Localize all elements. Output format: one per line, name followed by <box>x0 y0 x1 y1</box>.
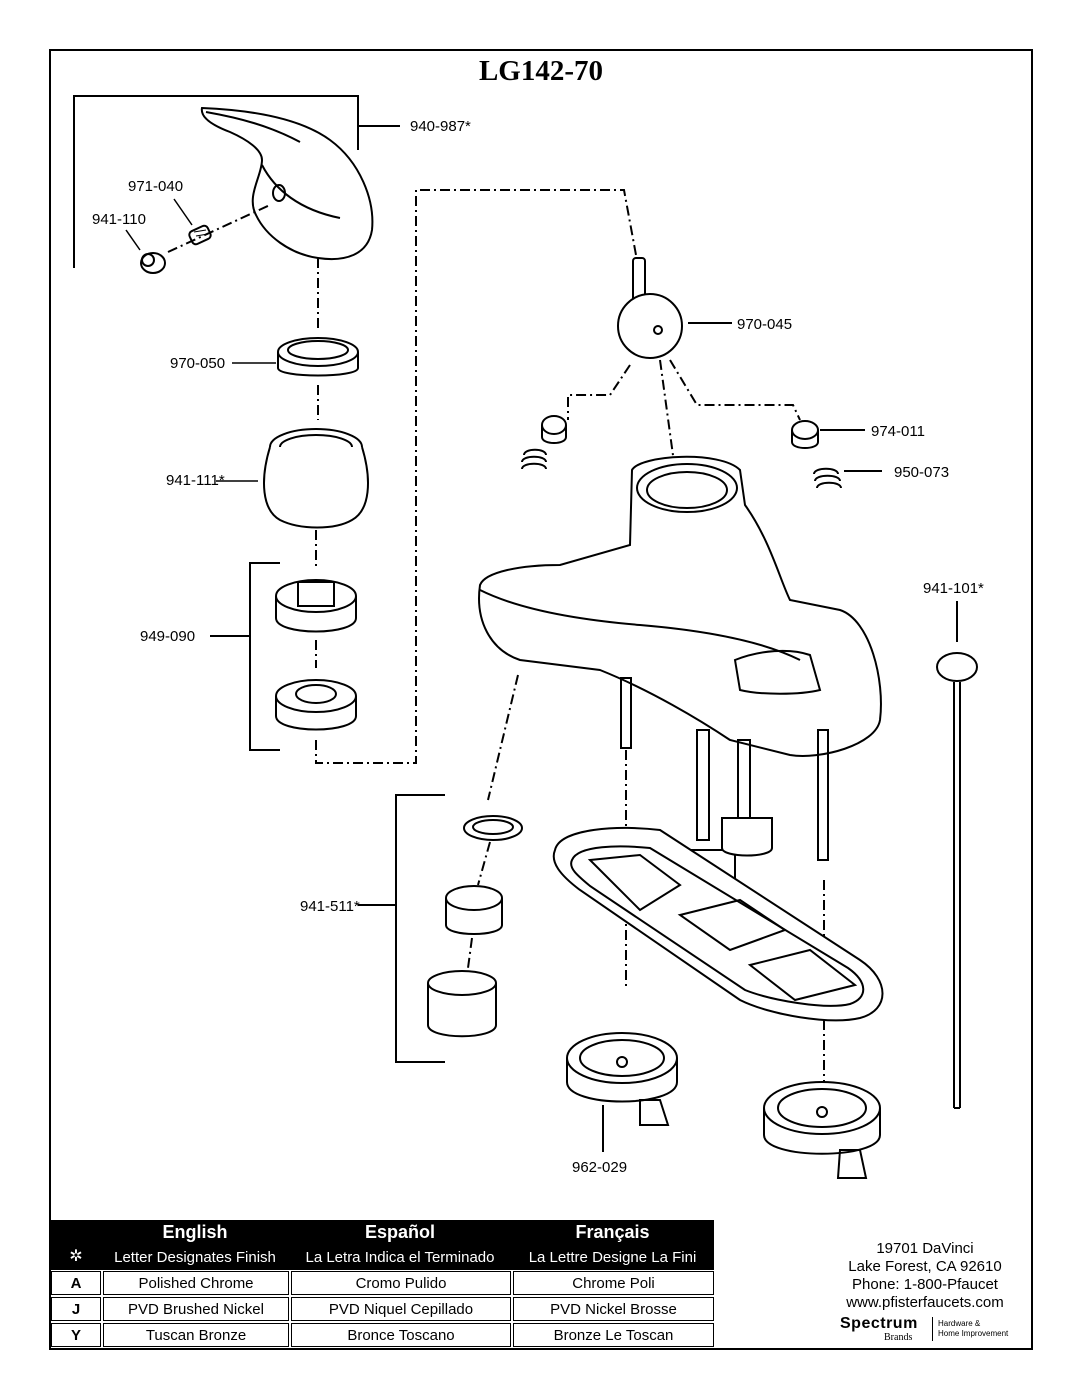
handle-group-bracket <box>73 95 400 268</box>
contact-street: 19701 DaVinci <box>876 1240 974 1257</box>
label-941-111: 941-111* <box>166 472 225 489</box>
header-english: English <box>162 1222 228 1242</box>
seal-shape-lower <box>275 679 357 731</box>
finish-english: Tuscan Bronze <box>103 1323 289 1347</box>
mounting-bolts-shape <box>620 677 829 861</box>
brand-tagline-1: Hardware & <box>938 1319 981 1328</box>
table-row: Y Tuscan Bronze Bronce Toscano Bronze Le… <box>51 1323 714 1349</box>
label-974-011: 974-011 <box>871 423 925 440</box>
spring-right-shape <box>813 467 842 489</box>
finish-table-header: ✲ English Español Français Letter Design… <box>51 1220 714 1270</box>
brand-sub: Brands <box>884 1332 913 1343</box>
header-french: Français <box>575 1222 650 1242</box>
header-spanish: Español <box>364 1222 435 1242</box>
table-row: J PVD Brushed Nickel PVD Niquel Cepillad… <box>51 1297 714 1323</box>
subheader-french: La Lettre Designe La Fini <box>528 1249 697 1266</box>
button-cap-shape <box>140 252 166 274</box>
seat-right-shape <box>791 420 819 449</box>
ball-stem-shape <box>617 257 683 359</box>
finish-table: ✲ English Español Français Letter Design… <box>51 1220 714 1349</box>
label-941-511: 941-511* <box>300 898 360 915</box>
faucet-body-shape <box>478 455 882 757</box>
brand-tagline-2: Home Improvement <box>938 1329 1009 1338</box>
finish-star-icon: ✲ <box>69 1248 83 1265</box>
lift-rod-shape <box>936 652 978 1109</box>
label-962-029: 962-029 <box>572 1159 627 1176</box>
brand-tagline: Hardware & Home Improvement <box>938 1319 1008 1339</box>
finish-english: Polished Chrome <box>103 1271 289 1295</box>
brand-name: Spectrum <box>840 1315 918 1332</box>
contact-website-link[interactable]: www.pfisterfaucets.com <box>846 1294 1004 1311</box>
label-941-101: 941-101* <box>923 580 984 597</box>
finish-code: J <box>51 1297 101 1321</box>
brand-divider <box>932 1317 933 1341</box>
page-border <box>49 49 1033 1350</box>
finish-spanish: PVD Niquel Cepillado <box>291 1297 511 1321</box>
washer-shape <box>463 815 523 841</box>
dome-cap-shape <box>263 428 369 529</box>
label-970-045: 970-045 <box>737 316 792 333</box>
ring-shape <box>277 337 359 377</box>
subheader-english: Letter Designates Finish <box>114 1249 276 1266</box>
lever-handle-shape <box>200 106 374 260</box>
valve-left-shape <box>566 1032 678 1126</box>
finish-english: PVD Brushed Nickel <box>103 1297 289 1321</box>
handle-to-stem-axis <box>315 189 637 764</box>
finish-french: PVD Nickel Brosse <box>513 1297 714 1321</box>
label-941-110: 941-110 <box>92 211 146 228</box>
finish-code: Y <box>51 1323 101 1347</box>
brand-logo: Spectrum Brands Hardware & Home Improvem… <box>838 1315 1018 1345</box>
label-949-090: 949-090 <box>140 628 195 645</box>
seat-left-shape <box>521 415 567 470</box>
subheader-spanish: La Letra Indica el Terminado <box>305 1249 495 1266</box>
finish-code: A <box>51 1271 101 1295</box>
contact-phone: Phone: 1-800-Pfaucet <box>852 1276 998 1293</box>
aerator-housing-shape <box>427 970 497 1038</box>
model-title: LG142-70 <box>478 55 604 87</box>
finish-spanish: Bronce Toscano <box>291 1323 511 1347</box>
seal-group-bracket <box>249 562 280 751</box>
contact-block: 19701 DaVinci Lake Forest, CA 92610 Phon… <box>820 1240 1030 1312</box>
valve-right-shape <box>763 1081 881 1179</box>
finish-french: Chrome Poli <box>513 1271 714 1295</box>
label-940-987: 940-987* <box>410 118 471 135</box>
label-950-073: 950-073 <box>894 464 949 481</box>
aerator-insert-shape <box>445 885 503 935</box>
aerator-group-bracket <box>395 794 445 1063</box>
label-971-040: 971-040 <box>128 178 183 195</box>
contact-city: Lake Forest, CA 92610 <box>848 1258 1002 1275</box>
seal-shape-upper <box>275 579 357 633</box>
table-row: A Polished Chrome Cromo Pulido Chrome Po… <box>51 1271 714 1297</box>
deck-plate-shape <box>552 826 884 1022</box>
set-screw-shape <box>188 224 212 246</box>
label-970-050: 970-050 <box>170 355 225 372</box>
finish-french: Bronze Le Toscan <box>513 1323 714 1347</box>
finish-spanish: Cromo Pulido <box>291 1271 511 1295</box>
